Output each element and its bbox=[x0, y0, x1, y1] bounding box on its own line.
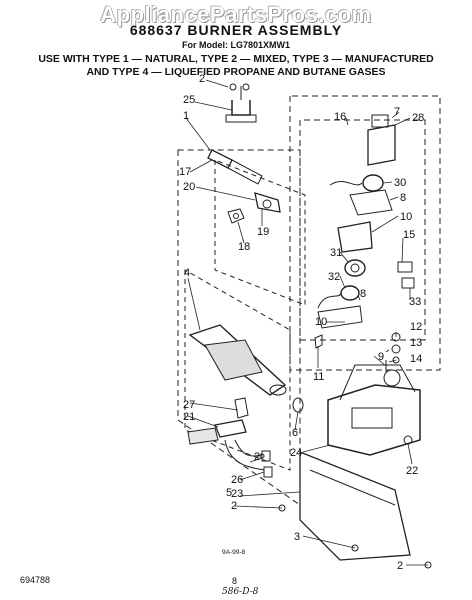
drawing-code: 9A-99-8 bbox=[222, 549, 246, 556]
document-number: 694788 bbox=[20, 575, 51, 585]
part-number-21: 21 bbox=[183, 411, 195, 423]
orifice-fitting bbox=[227, 208, 245, 224]
watermark: AppliancePartsPros.com bbox=[100, 2, 372, 27]
part-number-2-igniter: 2 bbox=[254, 451, 260, 463]
part-number-27: 27 bbox=[183, 399, 195, 411]
page-title: 688637 BURNER ASSEMBLY bbox=[129, 22, 343, 38]
part-number-11: 11 bbox=[313, 371, 324, 383]
wire-connectors bbox=[397, 261, 415, 289]
valve-inner-frame bbox=[299, 119, 426, 341]
part-number-22: 22 bbox=[406, 465, 418, 477]
part-number-9: 9 bbox=[378, 351, 384, 363]
burner-box-outline bbox=[184, 269, 291, 471]
gas-type-line-1: USE WITH TYPE 1 — NATURAL, TYPE 2 — MIXE… bbox=[38, 53, 434, 65]
part-number-28: 28 bbox=[412, 112, 424, 124]
coil-plate bbox=[349, 189, 393, 216]
part-number-7: 7 bbox=[394, 106, 400, 118]
gas-valve-body bbox=[327, 364, 421, 456]
coil-bracket-upper bbox=[367, 114, 396, 166]
burner-tube bbox=[188, 324, 287, 396]
model-line: For Model: LG7801XMW1 bbox=[181, 40, 290, 50]
part-number-5: 5 bbox=[226, 487, 232, 499]
valve-frame-outline bbox=[289, 95, 441, 371]
part-number-23-visible: 23 bbox=[231, 488, 243, 500]
part-number-2-bottom: 2 bbox=[397, 560, 403, 572]
handwritten-code: 586-D-8 bbox=[222, 587, 259, 597]
part-number-2-base: 2 bbox=[231, 500, 237, 512]
gas-type-line-2: AND TYPE 4 — LIQUEFIED PROPANE AND BUTAN… bbox=[86, 66, 386, 78]
part-number-10-upper: 10 bbox=[400, 211, 412, 223]
part-number-16: 16 bbox=[334, 111, 346, 123]
part-number-31: 31 bbox=[330, 247, 342, 259]
part-number-12: 12 bbox=[410, 321, 422, 333]
igniter-wires bbox=[224, 439, 273, 478]
primary-coil bbox=[317, 285, 360, 309]
leader-lines bbox=[185, 79, 428, 566]
coil-retainer bbox=[317, 305, 363, 329]
orifice-tube bbox=[207, 149, 263, 185]
part-number-1: 1 bbox=[183, 110, 189, 122]
page-number: 8 bbox=[232, 576, 238, 586]
coil-bracket-lower bbox=[337, 221, 373, 253]
part-number-2: 2 bbox=[199, 73, 205, 85]
part-number-30: 30 bbox=[394, 177, 406, 189]
orifice-spud bbox=[314, 334, 323, 349]
part-number-14: 14 bbox=[410, 353, 422, 365]
booster-coil bbox=[344, 259, 366, 277]
burner-frame-outline bbox=[177, 149, 301, 506]
part-number-6: 6 bbox=[292, 427, 298, 439]
part-number-33: 33 bbox=[409, 296, 421, 308]
part-number-8-lower: 8 bbox=[360, 288, 366, 300]
igniter-assembly bbox=[187, 397, 249, 445]
part-number-4: 4 bbox=[184, 267, 190, 279]
screw-top bbox=[229, 83, 250, 91]
part-number-19: 19 bbox=[257, 226, 269, 238]
valve-screw bbox=[403, 435, 413, 445]
part-number-10-lower: 10 bbox=[315, 316, 327, 328]
orifice-box-outline bbox=[214, 159, 306, 306]
part-number-32: 32 bbox=[328, 271, 340, 283]
secondary-coil bbox=[329, 174, 384, 192]
part-number-18: 18 bbox=[238, 241, 250, 253]
part-number-15: 15 bbox=[403, 229, 415, 241]
valve-parts-stack bbox=[385, 332, 401, 372]
part-number-13: 13 bbox=[410, 337, 422, 349]
part-number-17: 17 bbox=[179, 166, 191, 178]
burner-cap bbox=[292, 397, 304, 413]
part-number-3: 3 bbox=[294, 531, 300, 543]
part-number-8-upper: 8 bbox=[400, 192, 406, 204]
valve-mounting-bracket bbox=[299, 451, 411, 561]
part-number-20: 20 bbox=[183, 181, 195, 193]
part-number-25: 25 bbox=[183, 94, 195, 106]
part-number-24: 24 bbox=[290, 447, 302, 459]
orifice-hood bbox=[254, 192, 281, 213]
mounting-bracket bbox=[225, 86, 257, 123]
part-number-26: 26 bbox=[231, 474, 243, 486]
